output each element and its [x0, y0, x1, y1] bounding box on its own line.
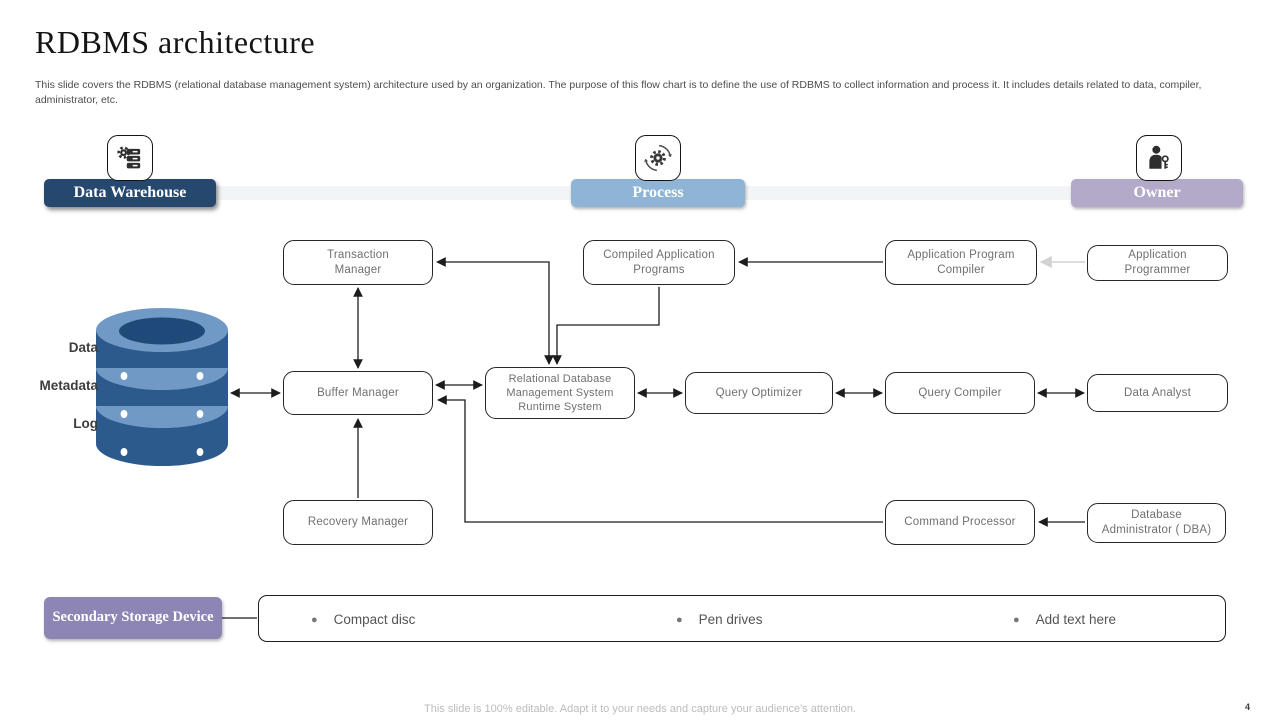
node-command-processor: Command Processor	[885, 500, 1035, 545]
list-item: ●Pen drives	[676, 612, 763, 627]
editable-note: This slide is 100% editable. Adapt it to…	[424, 703, 856, 715]
server-gear-icon	[107, 135, 153, 181]
node-transaction-manager: Transaction Manager	[283, 240, 433, 285]
slide-description: This slide covers the RDBMS (relational …	[35, 79, 1202, 106]
secondary-storage-device-label: Secondary Storage Device	[44, 597, 222, 639]
cylinder-label-metadata: Metadata	[39, 378, 98, 393]
node-query-compiler: Query Compiler	[885, 372, 1035, 414]
cylinder-label-data: Data	[68, 340, 98, 355]
lane-header-process: Process	[571, 179, 745, 207]
bullet-icon: ●	[311, 613, 318, 626]
page-number: 4	[1244, 702, 1250, 712]
page-title: RDBMS architecture	[35, 24, 316, 60]
cylinder-label-log: Log	[73, 416, 98, 431]
node-compiled-application-programs: Compiled Application Programs	[583, 240, 735, 285]
node-database-administrator: Database Administrator ( DBA)	[1087, 503, 1226, 543]
secondary-storage-list: ●Compact disc ●Pen drives ●Add text here	[258, 595, 1226, 642]
node-application-programmer: Application Programmer	[1087, 245, 1228, 281]
node-recovery-manager: Recovery Manager	[283, 500, 433, 545]
person-key-icon	[1136, 135, 1182, 181]
database-cylinder-icon	[94, 288, 230, 468]
bullet-icon: ●	[676, 613, 683, 626]
list-item: ●Add text here	[1013, 612, 1116, 627]
lane-header-data-warehouse: Data Warehouse	[44, 179, 216, 207]
node-query-optimizer: Query Optimizer	[685, 372, 833, 414]
process-gear-icon	[635, 135, 681, 181]
lane-header-owner: Owner	[1071, 179, 1243, 207]
bullet-icon: ●	[1013, 613, 1020, 626]
node-data-analyst: Data Analyst	[1087, 374, 1228, 412]
node-application-program-compiler: Application Program Compiler	[885, 240, 1037, 285]
list-item: ●Compact disc	[311, 612, 416, 627]
node-rdbms-runtime-system: Relational Database Management System Ru…	[485, 367, 635, 419]
node-buffer-manager: Buffer Manager	[283, 371, 433, 415]
